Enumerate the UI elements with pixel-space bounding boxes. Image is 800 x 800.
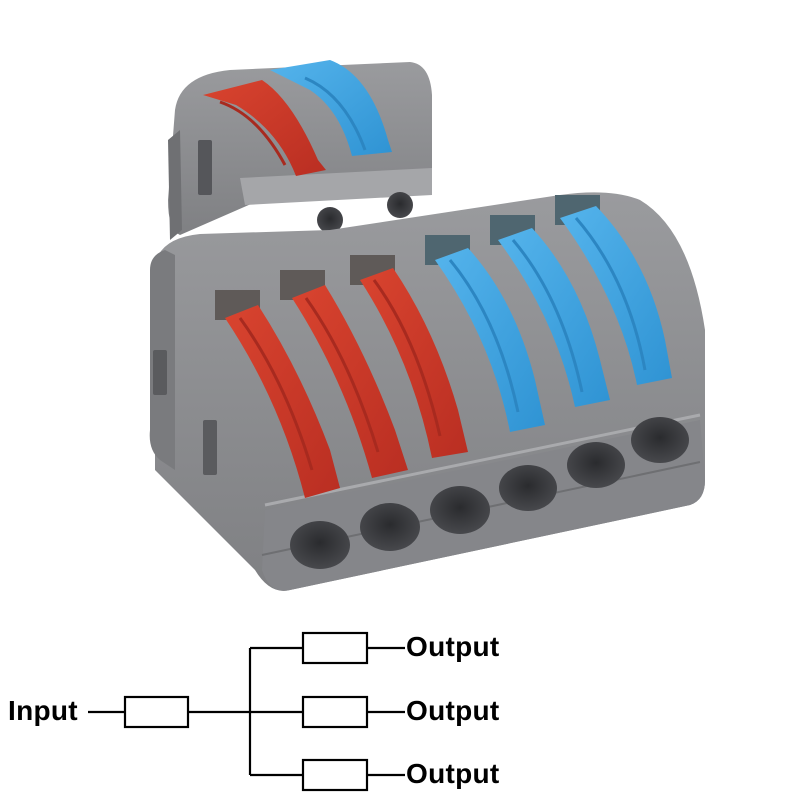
output-label-3: Output xyxy=(406,758,500,789)
wiring-diagram: Input Output Output Output xyxy=(0,620,800,800)
mount-hole xyxy=(387,192,413,218)
blue-lever-1[interactable] xyxy=(435,248,545,432)
output-resistor-box-1 xyxy=(301,631,369,665)
main-levers xyxy=(225,206,672,498)
wire-port-2[interactable] xyxy=(360,503,420,551)
red-lever-2[interactable] xyxy=(292,285,408,478)
wire-port-6[interactable] xyxy=(631,417,689,463)
wire-port-3[interactable] xyxy=(430,486,490,534)
top-blue-lever[interactable] xyxy=(270,60,392,156)
output-resistor-box-2 xyxy=(301,695,369,729)
input-label: Input xyxy=(8,695,78,726)
top-module xyxy=(168,60,432,240)
wire-port-5[interactable] xyxy=(567,442,625,488)
blue-lever-2[interactable] xyxy=(498,228,610,407)
red-lever-1[interactable] xyxy=(225,305,340,498)
input-resistor-box xyxy=(123,695,190,729)
red-lever-3[interactable] xyxy=(360,268,468,458)
blue-lever-3[interactable] xyxy=(560,206,672,385)
wire-port-1[interactable] xyxy=(290,521,350,569)
output-label-2: Output xyxy=(406,695,500,726)
wire-port-4[interactable] xyxy=(499,465,557,511)
wiring-lines xyxy=(88,631,405,792)
top-red-lever[interactable] xyxy=(203,80,326,176)
wire-ports xyxy=(290,417,689,569)
output-resistor-box-3 xyxy=(301,758,369,792)
output-label-1: Output xyxy=(406,631,500,662)
mount-hole xyxy=(317,207,343,233)
connector-product-image xyxy=(149,60,705,591)
